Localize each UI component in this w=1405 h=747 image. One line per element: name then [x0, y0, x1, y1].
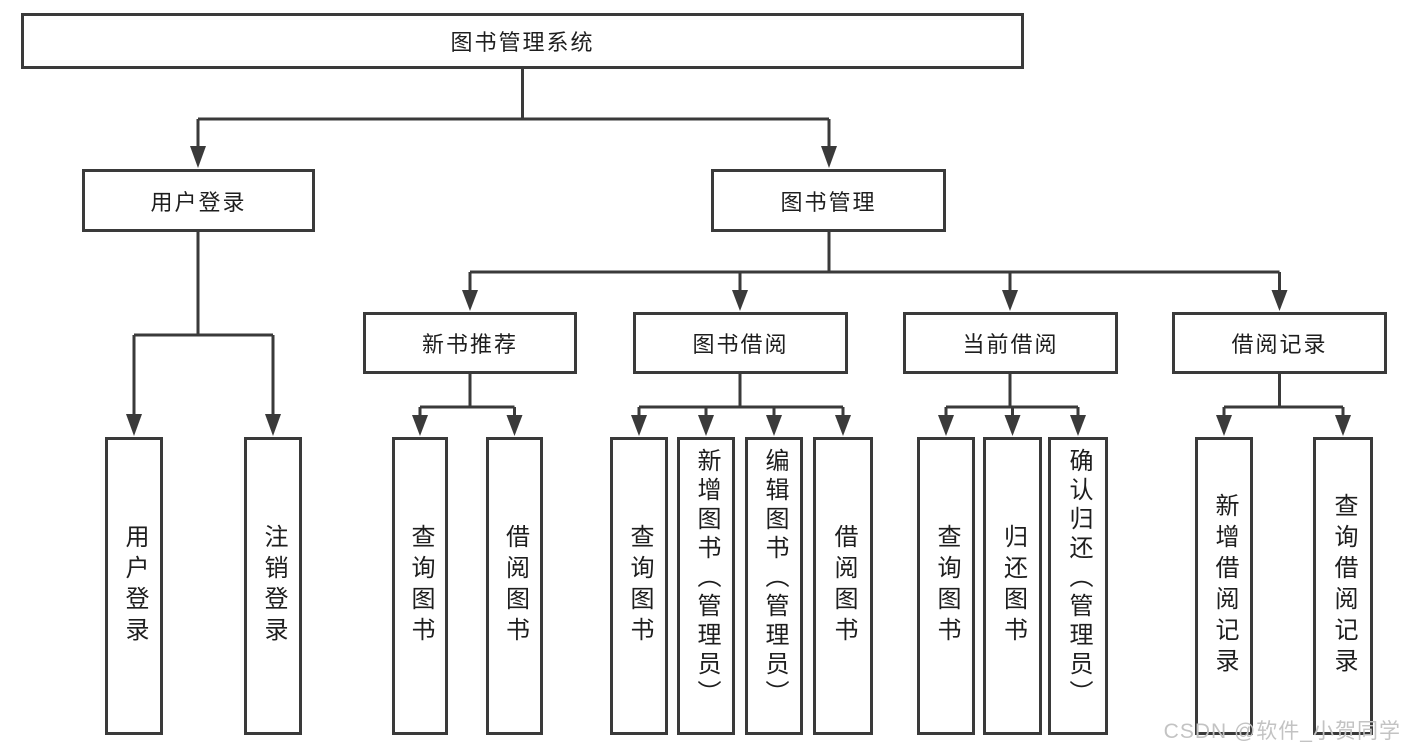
leaf-borrow-book-borrowing: 借阅图书: [813, 437, 873, 735]
leaf-confirm-return-admin: 确认归还（管理员）: [1048, 437, 1108, 735]
leaf-return-book: 归还图书: [983, 437, 1042, 735]
leaf-user-login-label: 用户登录: [121, 524, 148, 648]
leaf-edit-book-admin: 编辑图书（管理员）: [745, 437, 803, 735]
node-current-borrowing-label: 当前借阅: [962, 332, 1059, 357]
node-book-management-label: 图书管理: [780, 189, 877, 215]
leaf-query-borrow-record-label: 查询借阅记录: [1330, 493, 1357, 679]
leaf-borrow-book-recommend-label: 借阅图书: [501, 524, 529, 648]
leaf-add-book-admin: 新增图书（管理员）: [677, 437, 735, 735]
leaf-borrow-book-recommend: 借阅图书: [486, 437, 543, 735]
node-book-borrowing-label: 图书借阅: [692, 332, 789, 357]
leaf-borrow-book-borrowing-label: 借阅图书: [830, 524, 857, 648]
leaf-return-book-label: 归还图书: [999, 524, 1027, 648]
node-root: 图书管理系统: [21, 13, 1024, 69]
node-current-borrowing: 当前借阅: [903, 312, 1118, 374]
leaf-logout: 注销登录: [244, 437, 302, 735]
leaf-query-book-current-label: 查询图书: [933, 524, 960, 648]
leaf-add-book-admin-label: 新增图书（管理员）: [693, 448, 720, 709]
leaf-confirm-return-admin-label: 确认归还（管理员）: [1065, 448, 1092, 709]
leaf-query-borrow-record: 查询借阅记录: [1313, 437, 1373, 735]
node-root-label: 图书管理系统: [450, 30, 595, 55]
leaf-query-book-current: 查询图书: [917, 437, 975, 735]
csdn-watermark: CSDN @软件_小贺同学: [1163, 720, 1401, 743]
leaf-query-book-borrowing: 查询图书: [610, 437, 668, 735]
node-book-management: 图书管理: [711, 169, 946, 232]
leaf-add-borrow-record-label: 新增借阅记录: [1211, 493, 1238, 679]
leaf-query-book-borrowing-label: 查询图书: [626, 524, 653, 648]
leaf-logout-label: 注销登录: [260, 524, 287, 648]
node-new-book-recommend: 新书推荐: [363, 312, 577, 374]
leaf-edit-book-admin-label: 编辑图书（管理员）: [761, 448, 788, 709]
node-new-book-recommend-label: 新书推荐: [421, 332, 518, 357]
node-borrowing-records-label: 借阅记录: [1231, 332, 1328, 357]
node-book-borrowing: 图书借阅: [633, 312, 848, 374]
leaf-query-book-recommend-label: 查询图书: [407, 524, 434, 648]
leaf-query-book-recommend: 查询图书: [392, 437, 448, 735]
node-borrowing-records: 借阅记录: [1172, 312, 1387, 374]
node-user-login: 用户登录: [82, 169, 315, 232]
leaf-user-login: 用户登录: [105, 437, 163, 735]
leaf-add-borrow-record: 新增借阅记录: [1195, 437, 1253, 735]
node-user-login-label: 用户登录: [150, 189, 247, 215]
